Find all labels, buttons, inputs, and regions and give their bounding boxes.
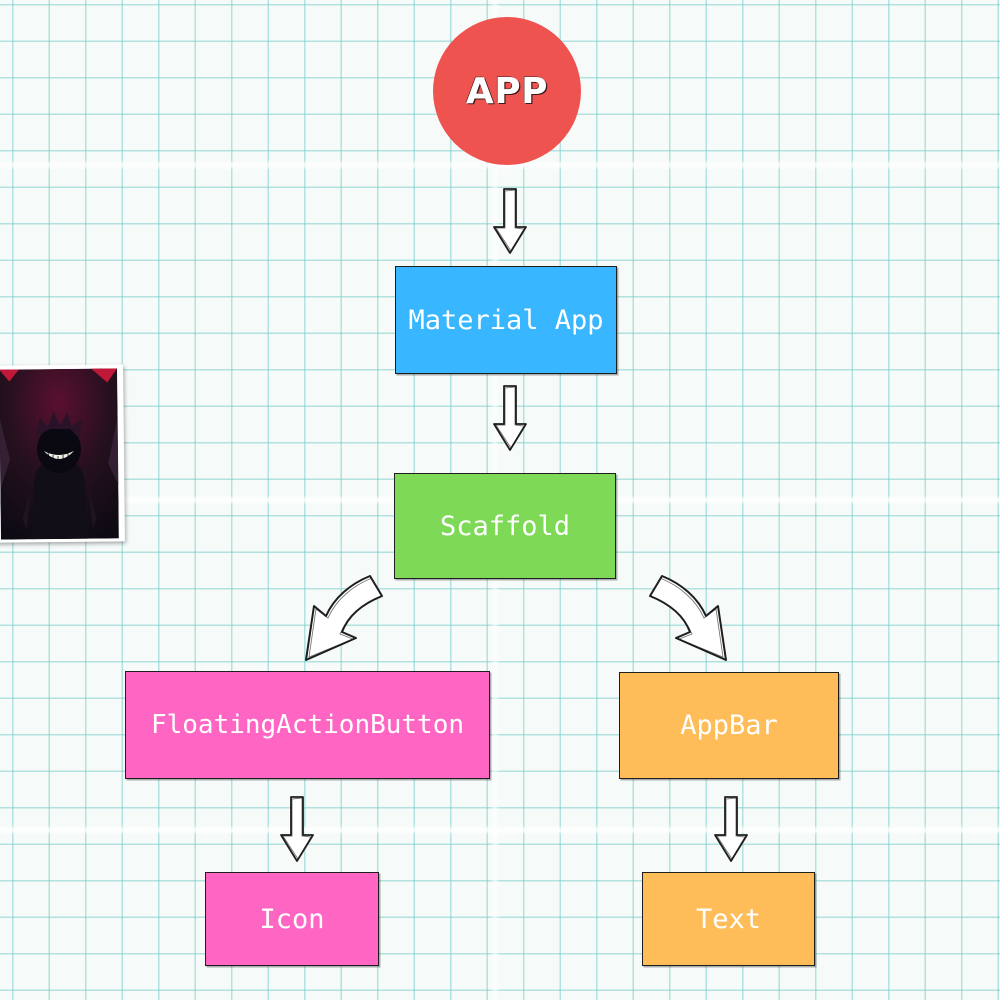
character-photo-sticker	[0, 364, 125, 543]
icon-node: Icon	[205, 872, 379, 966]
arrow-floating-action-button-to-icon	[280, 796, 314, 862]
appbar-node: AppBar	[619, 672, 839, 779]
arrow-app-to-material-app	[493, 188, 527, 254]
paper-fold-line	[0, 160, 1000, 170]
text-label: Text	[695, 903, 762, 935]
appbar-label: AppBar	[680, 710, 778, 741]
material-app-node: Material App	[395, 266, 617, 374]
scaffold-label: Scaffold	[439, 510, 571, 542]
material-app-label: Material App	[408, 304, 604, 336]
arrow-appbar-to-text	[714, 796, 748, 862]
icon-label: Icon	[259, 903, 325, 935]
arrow-scaffold-to-appbar	[649, 575, 727, 661]
paper-fold-line	[0, 825, 1000, 835]
app-root-label: APP	[465, 70, 549, 112]
text-node: Text	[642, 872, 815, 966]
dark-character-illustration-icon	[0, 368, 119, 540]
scaffold-node: Scaffold	[394, 473, 616, 579]
app-root-node: APP	[433, 17, 581, 165]
arrow-material-app-to-scaffold	[493, 385, 527, 451]
floating-action-button-label: FloatingActionButton	[150, 710, 465, 740]
arrow-scaffold-to-floating-action-button	[305, 575, 383, 661]
floating-action-button-node: FloatingActionButton	[125, 671, 490, 779]
